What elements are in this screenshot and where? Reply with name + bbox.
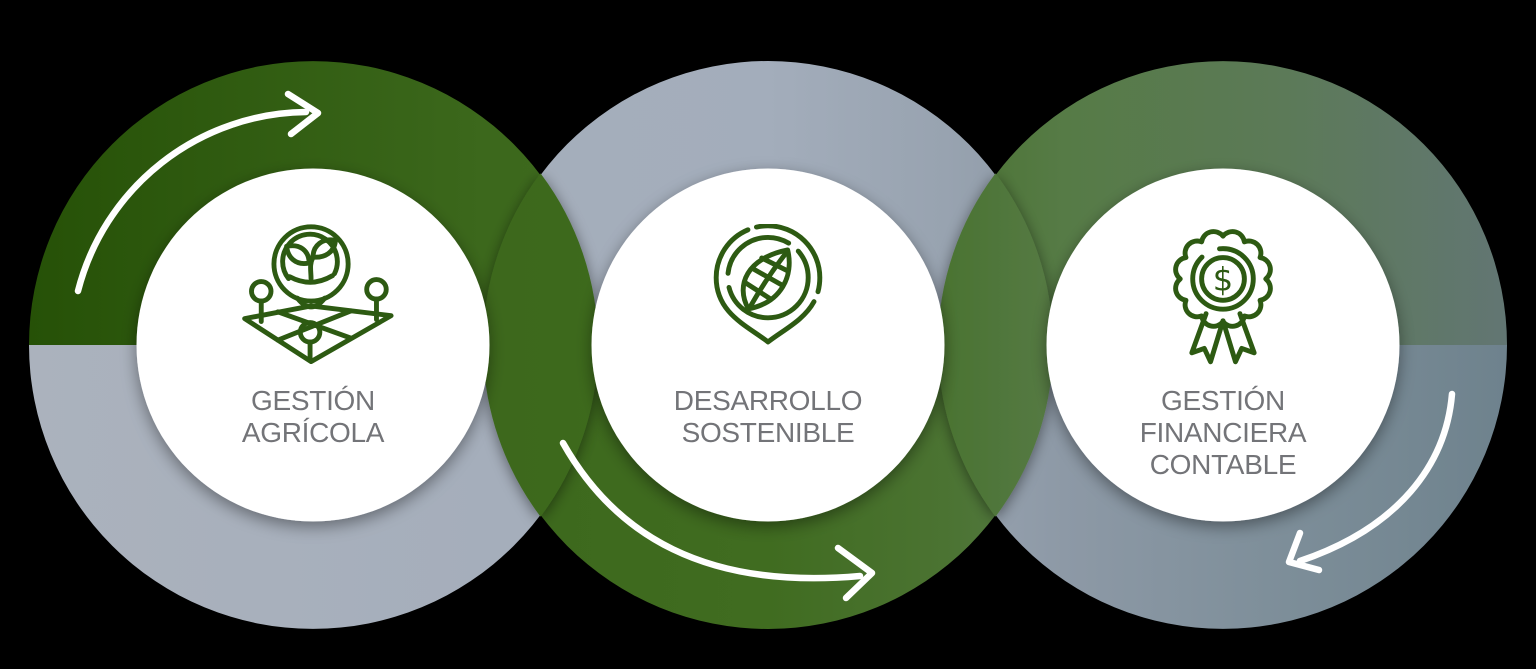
step-3-label: GESTIÓN FINANCIERA CONTABLE: [1033, 385, 1413, 481]
ring-1-bottom-gray-band: [29, 345, 597, 629]
step-1-circle: [136, 168, 490, 522]
step-3-label-line-3: CONTABLE: [1149, 449, 1297, 480]
step-3-label-line-1: GESTIÓN: [1161, 385, 1285, 416]
ring-2-top-gray-band: [484, 61, 1052, 345]
ring-1-top-green-band: [29, 61, 597, 346]
flow-arrow-ring-1: [74, 90, 322, 295]
leaf-pin-icon: [713, 224, 823, 345]
dollar-glyph: $: [1213, 260, 1233, 298]
award-dollar-icon: $: [1173, 229, 1273, 365]
step-2-circle: [591, 168, 945, 522]
step-1-label-line-2: AGRÍCOLA: [241, 417, 385, 448]
farm-map-pin-icon: [242, 224, 394, 365]
green-crossing-band-1: [482, 173, 599, 517]
green-crossing-band-2: [937, 173, 1054, 517]
ring-3-bottom-gray-band: [939, 345, 1507, 629]
ring-3-top-green-band: [939, 61, 1507, 345]
ring-2-bottom-green-band: [484, 345, 1052, 629]
step-2-label-line-1: DESARROLLO: [673, 385, 863, 416]
step-2-label: DESARROLLO SOSTENIBLE: [578, 385, 958, 449]
step-1-label: GESTIÓN AGRÍCOLA: [123, 385, 503, 449]
flow-arrow-ring-3: [1285, 390, 1456, 574]
flow-arrow-ring-2: [559, 439, 876, 602]
step-3-circle: [1046, 168, 1400, 522]
step-2-label-line-2: SOSTENIBLE: [681, 417, 855, 448]
step-3-label-line-2: FINANCIERA: [1139, 417, 1307, 448]
step-1-label-line-1: GESTIÓN: [251, 385, 375, 416]
